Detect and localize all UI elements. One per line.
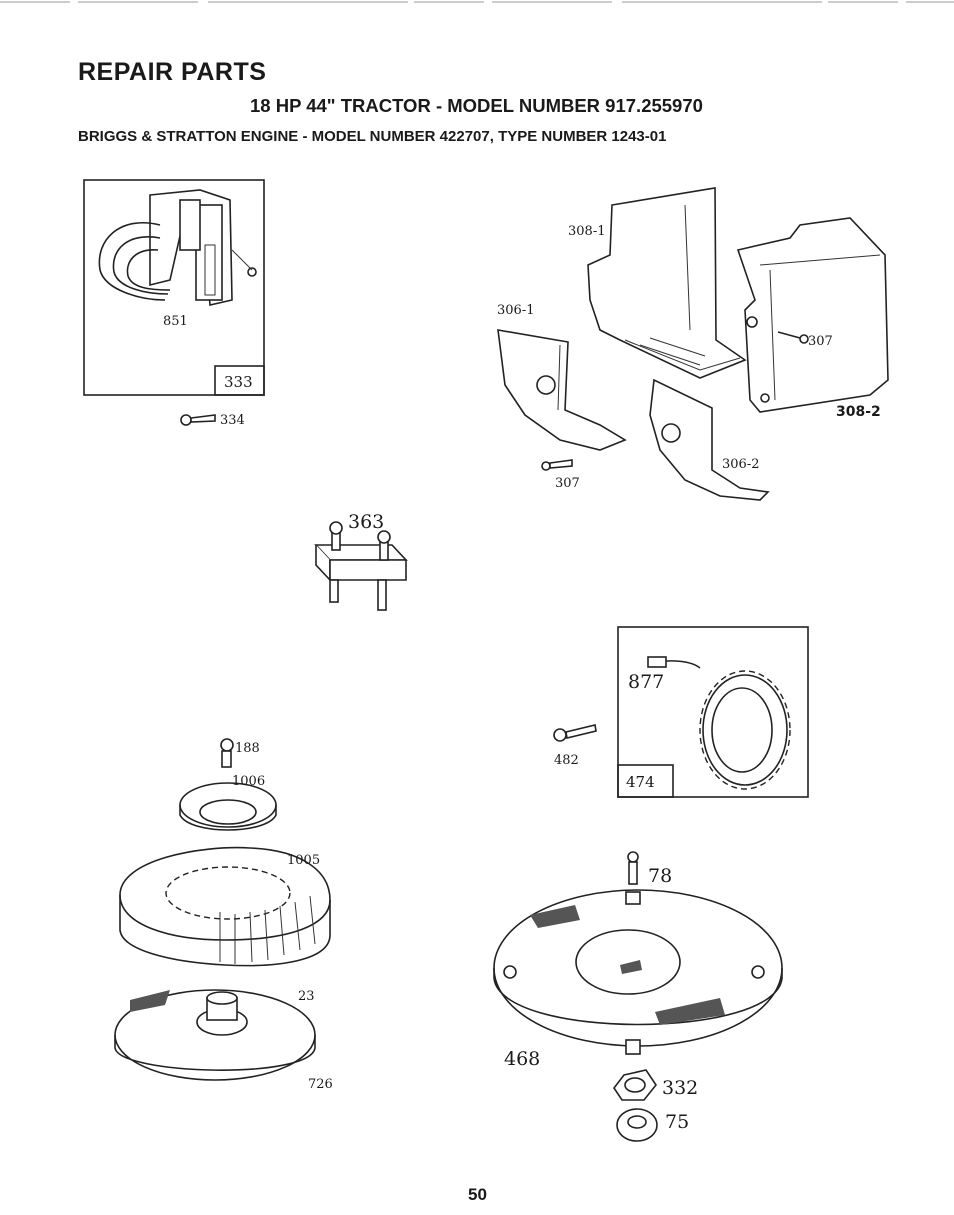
alternator-assembly bbox=[617, 626, 809, 798]
armature-assembly bbox=[83, 179, 265, 396]
page-number: 50 bbox=[468, 1185, 487, 1204]
label-75: 75 bbox=[665, 1111, 689, 1133]
label-334: 334 bbox=[220, 413, 245, 428]
box-label-frame-474 bbox=[617, 764, 674, 798]
label-474: 474 bbox=[626, 773, 655, 791]
armature-box bbox=[83, 179, 265, 396]
screw-482-icon bbox=[553, 724, 597, 742]
label-308-1: 308-1 bbox=[568, 224, 605, 239]
label-306-2: 306-2 bbox=[722, 457, 759, 472]
housing-panel-306-2 bbox=[649, 378, 770, 501]
blower-housing-308-2 bbox=[736, 217, 889, 413]
screw-307-lower-icon bbox=[541, 459, 573, 471]
nut-332-icon bbox=[613, 1069, 657, 1101]
label-307-upper: 307 bbox=[808, 334, 833, 349]
model-line: 18 HP 44" TRACTOR - MODEL NUMBER 917.255… bbox=[250, 95, 703, 116]
label-1005: 1005 bbox=[287, 853, 320, 868]
spacer-block-363 bbox=[314, 521, 408, 611]
screw-188-icon bbox=[220, 738, 234, 768]
washer-75-icon bbox=[616, 1108, 658, 1142]
top-rule bbox=[0, 1, 954, 3]
label-726: 726 bbox=[308, 1077, 333, 1092]
label-188: 188 bbox=[235, 741, 260, 756]
label-307-lower: 307 bbox=[555, 476, 580, 491]
label-308-2: 308-2 bbox=[836, 404, 881, 420]
label-332: 332 bbox=[662, 1077, 698, 1099]
label-482: 482 bbox=[554, 753, 579, 768]
alternator-box bbox=[617, 626, 809, 798]
screw-78-icon bbox=[627, 851, 639, 885]
label-851: 851 bbox=[163, 314, 188, 329]
flywheel-726 bbox=[114, 989, 316, 1081]
label-78: 78 bbox=[648, 865, 672, 887]
cup-1006 bbox=[179, 782, 277, 831]
label-363: 363 bbox=[348, 511, 384, 533]
blower-housing-308-1 bbox=[587, 187, 747, 379]
label-333: 333 bbox=[224, 373, 253, 391]
label-1006: 1006 bbox=[232, 774, 265, 789]
label-877: 877 bbox=[628, 671, 664, 693]
housing-panel-306-1 bbox=[497, 329, 627, 451]
plate-468 bbox=[493, 889, 783, 1055]
label-23: 23 bbox=[298, 989, 315, 1004]
fan-1005 bbox=[119, 846, 331, 967]
screw-307-icon bbox=[777, 331, 809, 344]
box-label-frame-333 bbox=[214, 365, 265, 396]
engine-line: BRIGGS & STRATTON ENGINE - MODEL NUMBER … bbox=[78, 128, 667, 145]
page-title: REPAIR PARTS bbox=[78, 58, 267, 86]
screw-334-icon bbox=[180, 414, 216, 426]
label-468: 468 bbox=[504, 1048, 540, 1070]
label-306-1: 306-1 bbox=[497, 303, 534, 318]
